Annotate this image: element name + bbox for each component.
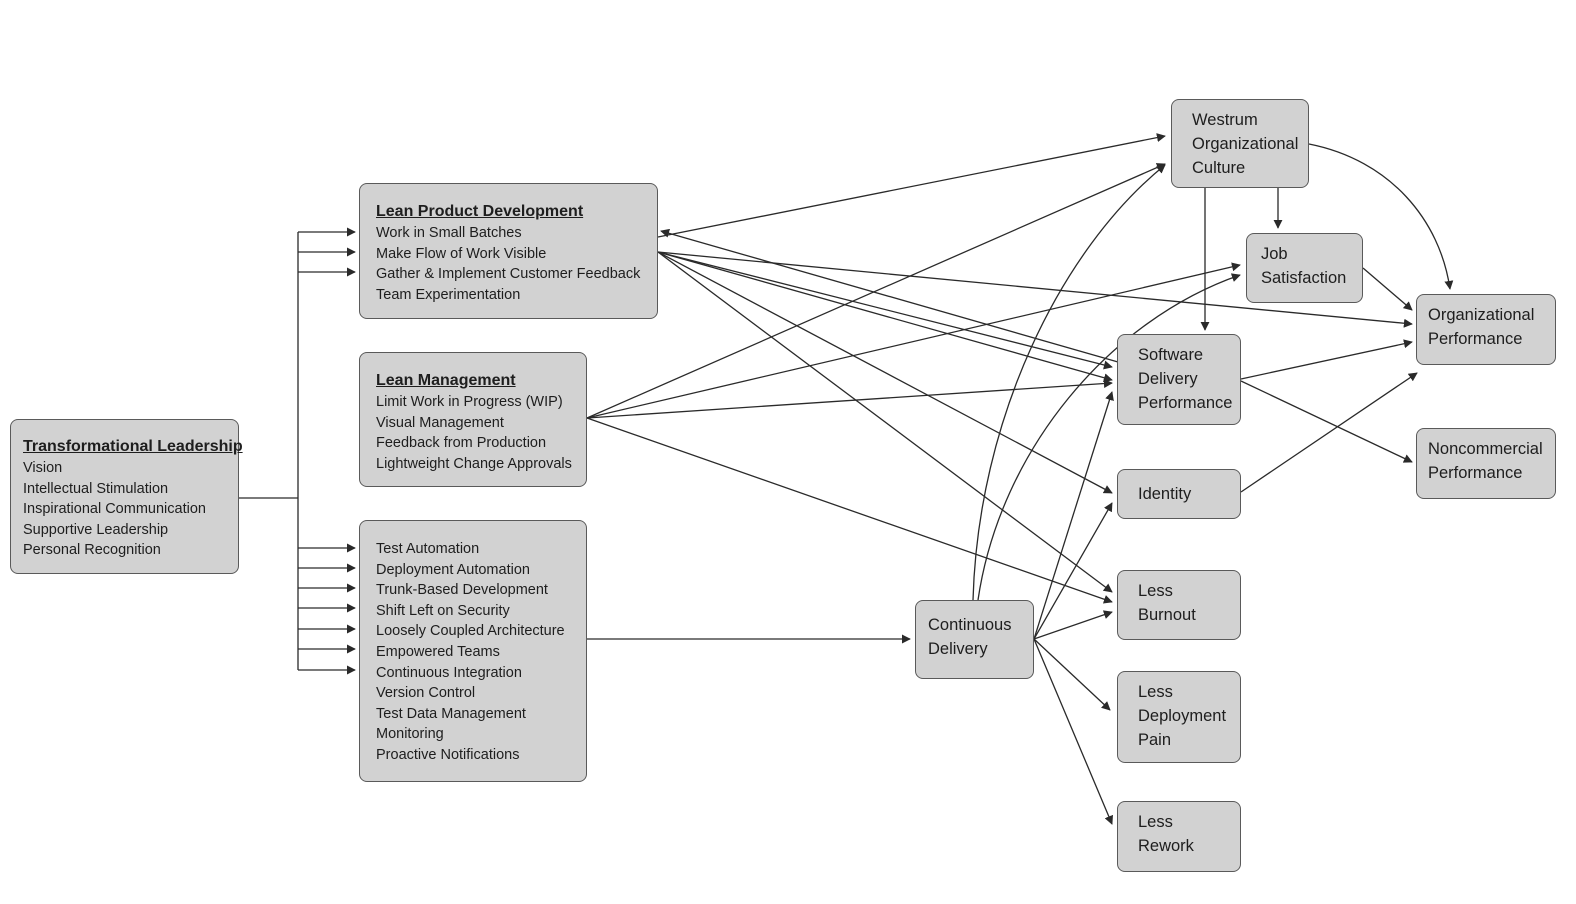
deploy-pain-line-2: Deployment [1138, 707, 1227, 725]
tech-item-deployment-automation: Deployment Automation [376, 561, 530, 578]
noncommercial-performance-box: Noncommercial Performance [1416, 428, 1556, 499]
lean-product-development-box: Lean Product Development Work in Small B… [359, 183, 658, 319]
transformational-leadership-box: Transformational Leadership Vision Intel… [10, 419, 243, 574]
deploy-pain-line-1: Less [1138, 683, 1173, 701]
edge-cd-deploypain [1033, 638, 1111, 711]
tl-item-vision: Vision [23, 460, 63, 476]
edge-lpd-sdp-2 [657, 251, 1113, 383]
sdp-line-2: Delivery [1138, 370, 1198, 388]
edge-lpd-sdp-1 [657, 251, 1113, 370]
edge-lpd-orgperf [657, 251, 1413, 328]
rework-line-2: Rework [1138, 837, 1194, 855]
tech-item-test-data: Test Data Management [376, 705, 526, 722]
tech-item-monitoring: Monitoring [376, 726, 444, 743]
tech-item-version-control: Version Control [376, 685, 476, 702]
lean-product-development-title: Lean Product Development [376, 203, 584, 220]
edge-cd-sdp [1033, 391, 1114, 640]
edge-lpd-identity [657, 251, 1113, 494]
transformational-leadership-title: Transformational Leadership [23, 438, 243, 455]
burnout-line-2: Burnout [1138, 606, 1196, 624]
edge-sdp-orgperf [1240, 339, 1413, 380]
lm-item-feedback-production: Feedback from Production [376, 435, 547, 452]
organizational-performance-box: Organizational Performance [1416, 294, 1556, 365]
edge-cd-job [977, 273, 1241, 601]
org-performance-line-1: Organizational [1428, 306, 1535, 324]
edge-cd-westrum [972, 164, 1166, 601]
lpd-item-small-batches: Work in Small Batches [376, 225, 522, 241]
westrum-line-2: Organizational [1192, 135, 1299, 153]
identity-box: Identity [1117, 469, 1241, 519]
org-performance-line-2: Performance [1428, 330, 1523, 348]
tl-item-personal-recognition: Personal Recognition [23, 542, 161, 559]
less-burnout-box: Less Burnout [1117, 570, 1241, 640]
job-satisfaction-line-2: Satisfaction [1261, 269, 1347, 287]
edge-identity-orgperf [1240, 372, 1418, 493]
tech-item-loosely-coupled: Loosely Coupled Architecture [376, 623, 565, 640]
deploy-pain-line-3: Pain [1138, 731, 1172, 749]
technical-practices-box: Test Automation Deployment Automation Tr… [359, 520, 587, 782]
edge-sdp-lpd [660, 228, 1119, 363]
cd-line-2: Delivery [928, 640, 988, 658]
sdp-line-1: Software [1138, 346, 1204, 364]
lpd-item-team-experimentation: Team Experimentation [376, 286, 521, 303]
edge-lm-job [586, 262, 1241, 419]
tl-item-intellectual-stimulation: Intellectual Stimulation [23, 480, 169, 497]
edge-cd-rework [1033, 638, 1113, 825]
tech-item-continuous-integration: Continuous Integration [376, 664, 522, 681]
edge-cd-identity [1033, 502, 1113, 640]
rework-line-1: Less [1138, 813, 1173, 831]
noncommercial-line-2: Performance [1428, 464, 1523, 482]
lpd-item-customer-feedback: Gather & Implement Customer Feedback [376, 266, 641, 283]
less-deployment-pain-box: Less Deployment Pain [1117, 671, 1241, 763]
lm-item-limit-wip: Limit Work in Progress (WIP) [376, 394, 563, 410]
edge-lm-sdp [586, 379, 1113, 419]
westrum-line-3: Culture [1192, 159, 1246, 177]
edge-cd-burnout [1033, 610, 1113, 640]
edge-job-orgperf [1362, 267, 1413, 311]
lpd-item-flow-visible: Make Flow of Work Visible [376, 245, 547, 262]
burnout-line-1: Less [1138, 582, 1173, 600]
tech-item-shift-left-security: Shift Left on Security [376, 602, 510, 619]
westrum-line-1: Westrum [1192, 111, 1258, 129]
edge-lm-burnout [586, 417, 1113, 604]
noncommercial-line-1: Noncommercial [1428, 440, 1543, 458]
less-rework-box: Less Rework [1117, 801, 1241, 872]
job-satisfaction-line-1: Job [1261, 245, 1288, 263]
continuous-delivery-box: Continuous Delivery [915, 600, 1034, 679]
cd-line-1: Continuous [928, 616, 1012, 634]
tl-item-supportive-leadership: Supportive Leadership [23, 521, 169, 538]
tech-item-empowered-teams: Empowered Teams [376, 643, 500, 660]
tech-item-trunk-based: Trunk-Based Development [376, 582, 548, 599]
tech-item-test-automation: Test Automation [376, 541, 480, 557]
tech-item-proactive-notifications: Proactive Notifications [376, 746, 520, 763]
edge-lpd-burnout [657, 251, 1113, 593]
edge-lm-westrum [586, 163, 1166, 419]
lean-management-box: Lean Management Limit Work in Progress (… [359, 352, 587, 487]
lm-item-lightweight-change: Lightweight Change Approvals [376, 455, 572, 472]
westrum-culture-box: Westrum Organizational Culture [1171, 99, 1309, 188]
edge-sdp-noncomm [1240, 380, 1413, 463]
software-delivery-performance-box: Software Delivery Performance [1117, 334, 1241, 425]
tl-item-inspirational-communication: Inspirational Communication [23, 501, 206, 518]
job-satisfaction-box: Job Satisfaction [1246, 233, 1363, 303]
sdp-line-3: Performance [1138, 394, 1233, 412]
identity-line-1: Identity [1138, 485, 1192, 503]
lm-item-visual-management: Visual Management [376, 414, 504, 431]
edge-westrum-orgperf [1308, 143, 1454, 290]
lean-management-title: Lean Management [376, 372, 516, 389]
edge-lpd-westrum [657, 133, 1166, 238]
